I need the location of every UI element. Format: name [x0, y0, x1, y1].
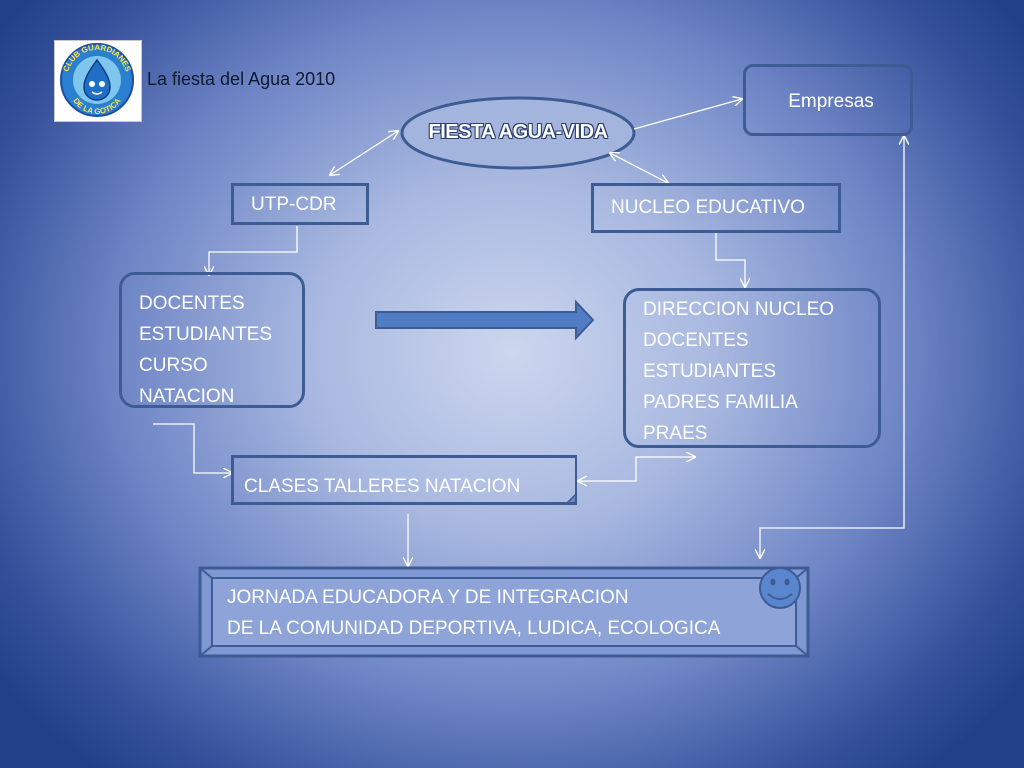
fiesta-label: FIESTA AGUA-VIDA: [428, 121, 608, 143]
jornada-text: JORNADA EDUCADORA Y DE INTEGRACION DE LA…: [227, 582, 720, 644]
connector-center-empresas: [633, 99, 742, 130]
connector-direccion-clases: [578, 457, 695, 481]
nucleo-educativo-box: NUCLEO EDUCATIVO: [591, 183, 841, 233]
connector-center-utp: [330, 131, 398, 175]
direccion-line: DIRECCION NUCLEO: [643, 299, 835, 320]
direccion-box: DIRECCION NUCLEO DOCENTES ESTUDIANTES PA…: [623, 288, 881, 448]
direccion-line: PADRES FAMILIA: [643, 392, 798, 413]
connector-nucleo-direccion: [715, 233, 745, 287]
docentes-line: NATACION: [139, 386, 235, 407]
connector-docentes-clases: [153, 423, 232, 473]
utp-cdr-box: UTP-CDR: [231, 183, 369, 225]
connector-utp-docentes: [209, 226, 298, 275]
jornada-line: JORNADA EDUCADORA Y DE INTEGRACION: [227, 587, 629, 608]
clases-label: CLASES TALLERES NATACION: [244, 476, 521, 497]
smiley-icon: [759, 567, 801, 609]
docentes-line: CURSO: [139, 355, 208, 376]
clases-box: CLASES TALLERES NATACION: [231, 455, 577, 505]
connector-center-nucleo: [610, 153, 668, 183]
bevel-line-br: [795, 645, 809, 657]
right-arrow-icon: [375, 299, 595, 341]
logo-emblem: CLUB GUARDIANES DE LA GOTICA: [60, 43, 134, 117]
bevel-line-bl: [199, 645, 213, 657]
direccion-line: PRAES: [643, 423, 708, 444]
jornada-line: DE LA COMUNIDAD DEPORTIVA, LUDICA, ECOLO…: [227, 618, 721, 639]
nucleo-educativo-label: NUCLEO EDUCATIVO: [611, 197, 805, 218]
direccion-line: ESTUDIANTES: [643, 361, 777, 382]
bevel-line-tl: [199, 567, 213, 579]
page-title: La fiesta del Agua 2010: [147, 69, 336, 89]
bevel-line-tr: [795, 567, 809, 579]
empresas-label: Empresas: [788, 91, 874, 112]
direccion-line: DOCENTES: [643, 330, 749, 351]
docentes-box: DOCENTES ESTUDIANTES CURSO NATACION: [119, 272, 305, 408]
jornada-inner-frame: [211, 577, 797, 647]
utp-cdr-label: UTP-CDR: [251, 194, 337, 215]
docentes-line: DOCENTES: [139, 293, 245, 314]
empresas-box: Empresas: [743, 64, 913, 136]
docentes-line: ESTUDIANTES: [139, 324, 273, 345]
connector-empresas-jornada: [760, 136, 904, 558]
fiesta-ellipse: [400, 96, 636, 170]
